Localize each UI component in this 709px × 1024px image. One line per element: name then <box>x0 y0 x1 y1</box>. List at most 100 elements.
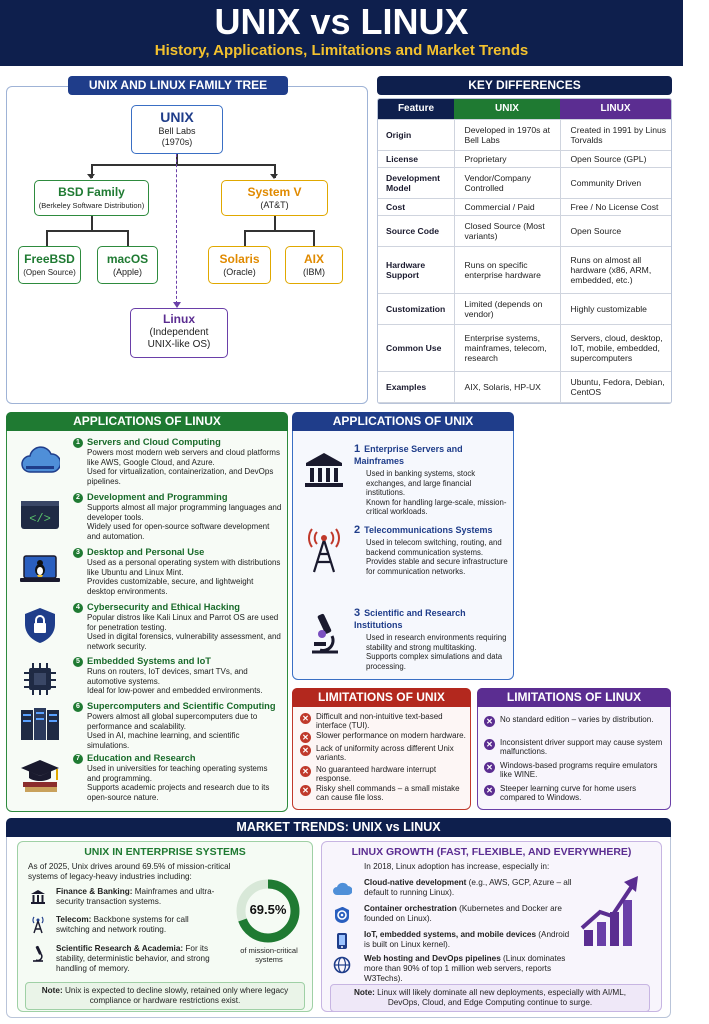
limitations-linux-panel <box>477 688 671 810</box>
diff-feature: Common Use <box>378 324 454 372</box>
limitations-linux-title: LIMITATIONS OF LINUX <box>477 688 671 707</box>
diff-feature: License <box>378 150 454 168</box>
diff-linux: Created in 1991 by Linus Torvalds <box>559 119 671 151</box>
unix-market-item-heading: Telecom: <box>56 915 92 924</box>
linux-growth-title: LINUX GROWTH (FAST, FLEXIBLE, AND EVERYW… <box>351 846 632 858</box>
diff-unix: Developed in 1970s at Bell Labs <box>453 119 560 151</box>
linux-market-item-text: (Android is built on Linux kernel). <box>364 930 570 949</box>
applications-unix-title: APPLICATIONS OF UNIX <box>292 412 514 431</box>
linux-market-item: Cloud-native development (e.g., AWS, GCP… <box>364 878 576 898</box>
limunix-x-icon: ✕ <box>300 713 311 724</box>
limunix-x-icon: ✕ <box>300 785 311 796</box>
page-title: UNIX vs LINUX <box>214 1 469 42</box>
limlinux-item: Windows-based programs require emulators… <box>500 761 658 780</box>
tree-node-bsd: BSD Family(Berkeley Software Distributio… <box>34 180 149 216</box>
diff-linux: Runs on almost all hardware (x86, ARM, e… <box>559 246 671 294</box>
shield-lock-icon <box>14 603 66 647</box>
tree-node-aix: AIX(IBM) <box>285 246 343 284</box>
unix-app-text: Used in telecom switching, routing, and … <box>366 538 508 576</box>
diff-feature: Customization <box>378 293 454 325</box>
globe-icon <box>331 955 353 975</box>
key-differences-title: KEY DIFFERENCES <box>377 76 672 95</box>
limlinux-item: Steeper learning curve for home users co… <box>500 784 637 803</box>
linux-app-number: 4 <box>73 603 83 613</box>
diff-unix: AIX, Solaris, HP-UX <box>453 371 560 403</box>
tree-node-unix: UNIX Bell Labs(1970s) <box>131 105 223 154</box>
linux-market-item: Web hosting and DevOps pipelines (Linux … <box>364 954 576 984</box>
microscope-icon <box>298 609 350 659</box>
chip-icon <box>14 657 66 701</box>
linux-app-heading-text: Desktop and Personal Use <box>87 547 205 557</box>
growth-bar-chart-icon <box>580 876 638 946</box>
linux-market-item: Container orchestration (Kubernetes and … <box>364 904 576 924</box>
linux-market-item: IoT, embedded systems, and mobile device… <box>364 930 576 950</box>
tree-node-solaris: Solaris(Oracle) <box>208 246 271 284</box>
diff-unix: Enterprise systems, mainframes, telecom,… <box>453 324 560 372</box>
telecom-tower-icon <box>298 526 350 576</box>
diff-unix: Closed Source (Most variants) <box>453 215 560 247</box>
linux-app-text: Powers almost all global supercomputers … <box>87 712 258 750</box>
diff-feature: Source Code <box>378 215 454 247</box>
limunix-item: Slower performance on modern hardware. <box>316 731 466 740</box>
linux-app-heading: 2 Development and Programming <box>73 491 283 503</box>
unix-app-heading-text: Telecommunications Systems <box>364 525 493 535</box>
telecom-tower-icon <box>28 915 48 935</box>
donut-arc <box>236 879 300 943</box>
linux-app-number: 2 <box>73 493 83 503</box>
unix-market-note: Note: Unix is expected to decline slowly… <box>25 982 305 1010</box>
linux-app-text: Used as a personal operating system with… <box>87 558 281 596</box>
svg-text:</>: </> <box>29 512 51 526</box>
applications-linux-panel <box>6 412 288 812</box>
unix-enterprise-title: UNIX IN ENTERPRISE SYSTEMS <box>84 846 246 858</box>
linux-app-text: Popular distros like Kali Linux and Parr… <box>87 613 281 651</box>
unix-app-text: Used in banking systems, stock exchanges… <box>366 469 507 517</box>
linux-growth-intro: In 2018, Linux adoption has increase, es… <box>364 862 550 871</box>
linux-app-number: 3 <box>73 548 83 558</box>
tree-node-macos: macOS(Apple) <box>97 246 158 284</box>
linux-app-heading: 3 Desktop and Personal Use <box>73 546 283 558</box>
limunix-item: No guaranteed hardware interrupt respons… <box>316 765 437 784</box>
diff-feature: Hardware Support <box>378 246 454 294</box>
diff-feature: Cost <box>378 198 454 216</box>
diff-unix: Proprietary <box>453 150 560 168</box>
linux-app-text: Used in universities for teaching operat… <box>87 764 270 802</box>
unix-market-item-text: Backbone systems for call switching and … <box>56 915 189 934</box>
limunix-x-icon: ✕ <box>300 732 311 743</box>
col-linux: LINUX <box>560 99 671 120</box>
code-icon: </> <box>14 493 66 537</box>
diff-feature: Examples <box>378 371 454 403</box>
unix-app-heading-text: Enterprise Servers and Mainframes <box>354 444 463 466</box>
limitations-unix-title: LIMITATIONS OF UNIX <box>292 688 471 707</box>
limlinux-item: Inconsistent driver support may cause sy… <box>500 738 663 757</box>
linux-app-heading-text: Servers and Cloud Computing <box>87 437 221 447</box>
tree-node-sysv: System V(AT&T) <box>221 180 328 216</box>
linux-market-item-heading: Container orchestration <box>364 904 457 913</box>
limlinux-x-icon: ✕ <box>484 739 495 750</box>
linux-app-heading-text: Development and Programming <box>87 492 228 502</box>
graduation-cap-icon <box>14 754 66 798</box>
diff-linux: Free / No License Cost <box>559 198 671 216</box>
market-trends-title: MARKET TRENDS: UNIX vs LINUX <box>6 818 671 837</box>
container-icon <box>331 905 353 925</box>
diff-linux: Ubuntu, Fedora, Debian, CentOS <box>559 371 671 403</box>
limunix-item: Risky shell commands – a small mistake c… <box>316 784 460 803</box>
linux-laptop-icon <box>14 548 66 592</box>
diff-feature: Development Model <box>378 167 454 199</box>
